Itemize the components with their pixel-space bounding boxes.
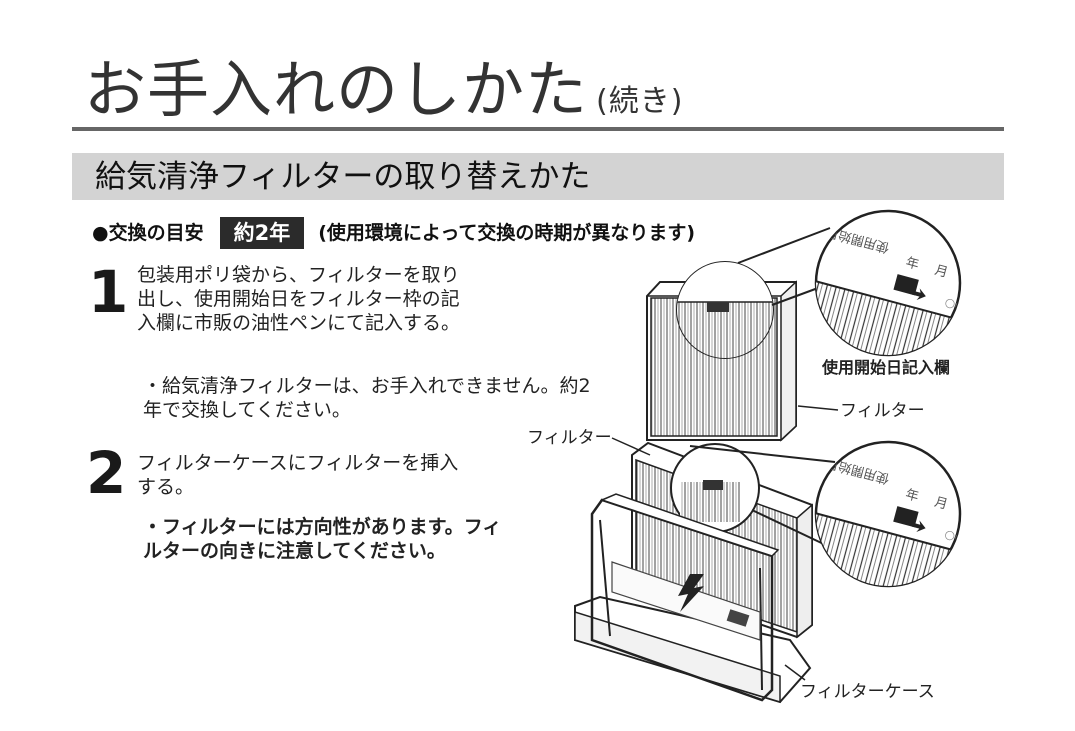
guideline-note: (使用環境によって交換の時期が異なります) [318, 221, 696, 244]
step-1-text: 包装用ポリ袋から、フィルターを取り出し、使用開始日をフィルター枠の記入欄に市販の… [137, 264, 461, 334]
filter-case-drawing [574, 493, 812, 704]
filter-inserted-magnifier [670, 443, 760, 533]
zoom-1-year-label: 年 [904, 255, 920, 273]
filter-label-middle: フィルター [527, 428, 612, 448]
start-date-field-zoom-2: 使用開始日 年 月 ○○○ [814, 440, 962, 588]
filter-label-top: フィルター [840, 401, 925, 421]
section-header-bar [72, 153, 1004, 200]
filter-top-magnifier [676, 261, 774, 359]
replacement-period-badge: 約2年 [219, 216, 305, 249]
zoom-2-month-label: 月 [933, 495, 949, 513]
step-1-number: 1 [88, 258, 129, 326]
replacement-guideline: ●交換の目安約2年 (使用環境によって交換の時期が異なります) [92, 216, 696, 249]
page-title: お手入れのしかた(続き) [84, 50, 683, 142]
zoom-1-month-label: 月 [933, 263, 949, 281]
section-title: 給気清浄フィルターの取り替えかた [95, 159, 591, 195]
title-divider [72, 127, 1004, 131]
guideline-label: ●交換の目安 [92, 221, 204, 244]
start-date-field-label: 使用開始日記入欄 [822, 358, 951, 377]
step-2-number: 2 [86, 439, 127, 507]
zoom-2-year-label: 年 [904, 487, 920, 505]
start-date-field-zoom-1: 使用開始日 年 月 ○○○ [814, 209, 962, 357]
page-title-sub: (続き) [596, 84, 684, 119]
filter-case-label: フィルターケース [800, 682, 935, 702]
step-1-note: ・給気清浄フィルターは、お手入れできません。約2年で交換してください。 [143, 375, 591, 421]
step-2-note: ・フィルターには方向性があります。フィルターの向きに注意してください。 [143, 516, 502, 562]
step-2-text: フィルターケースにフィルターを挿入する。 [137, 452, 459, 498]
page-title-main: お手入れのしかた [84, 53, 589, 126]
